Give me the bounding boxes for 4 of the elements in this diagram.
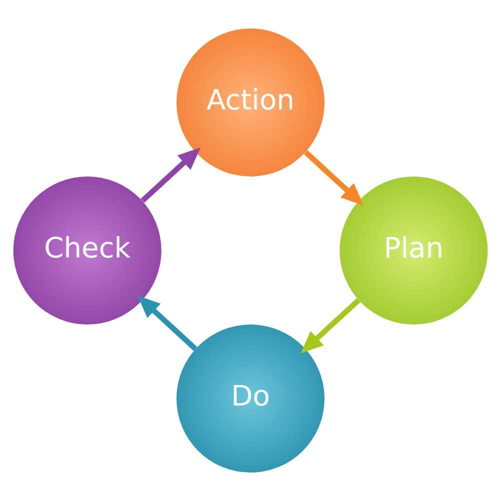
arrow xyxy=(140,146,200,202)
arrow xyxy=(300,298,360,353)
arrow xyxy=(137,295,197,350)
arrow xyxy=(303,150,364,205)
